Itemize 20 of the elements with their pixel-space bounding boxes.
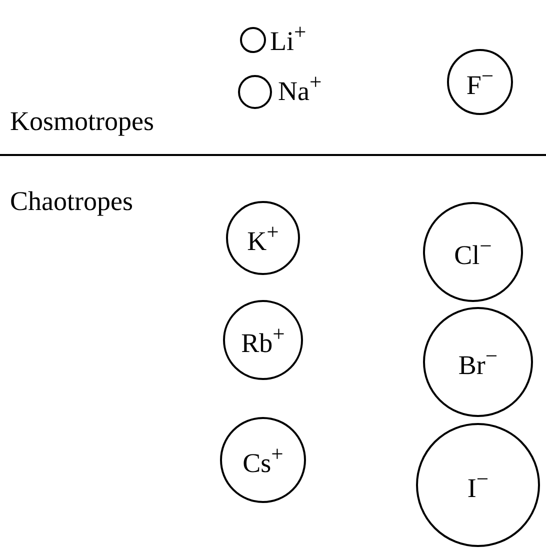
ion-label: F$^{−}$ <box>466 64 494 100</box>
ion-circle <box>223 300 303 380</box>
ion-label: K$^{+}$ <box>247 220 279 256</box>
ion-circle <box>226 201 300 275</box>
ion-label: Na$^{+}$ <box>278 70 322 107</box>
ion-circle <box>220 417 306 503</box>
ion-label: I$^{−}$ <box>467 466 489 504</box>
group-label: Chaotropes <box>10 186 133 217</box>
ion-label: Br$^{−}$ <box>458 344 498 380</box>
ion-circle <box>423 202 523 302</box>
ion-circle <box>423 307 533 417</box>
ion-circle <box>240 27 266 53</box>
ion-circle <box>416 423 540 547</box>
ion-label: Cs$^{+}$ <box>242 442 284 478</box>
ion-label: Rb$^{+}$ <box>241 322 285 358</box>
ion-label: Li$^{+}$ <box>270 20 306 57</box>
ion-circle <box>238 75 272 109</box>
ion-label: Cl$^{−}$ <box>454 234 492 270</box>
ion-circle <box>447 49 513 115</box>
group-label: Kosmotropes <box>10 106 154 137</box>
